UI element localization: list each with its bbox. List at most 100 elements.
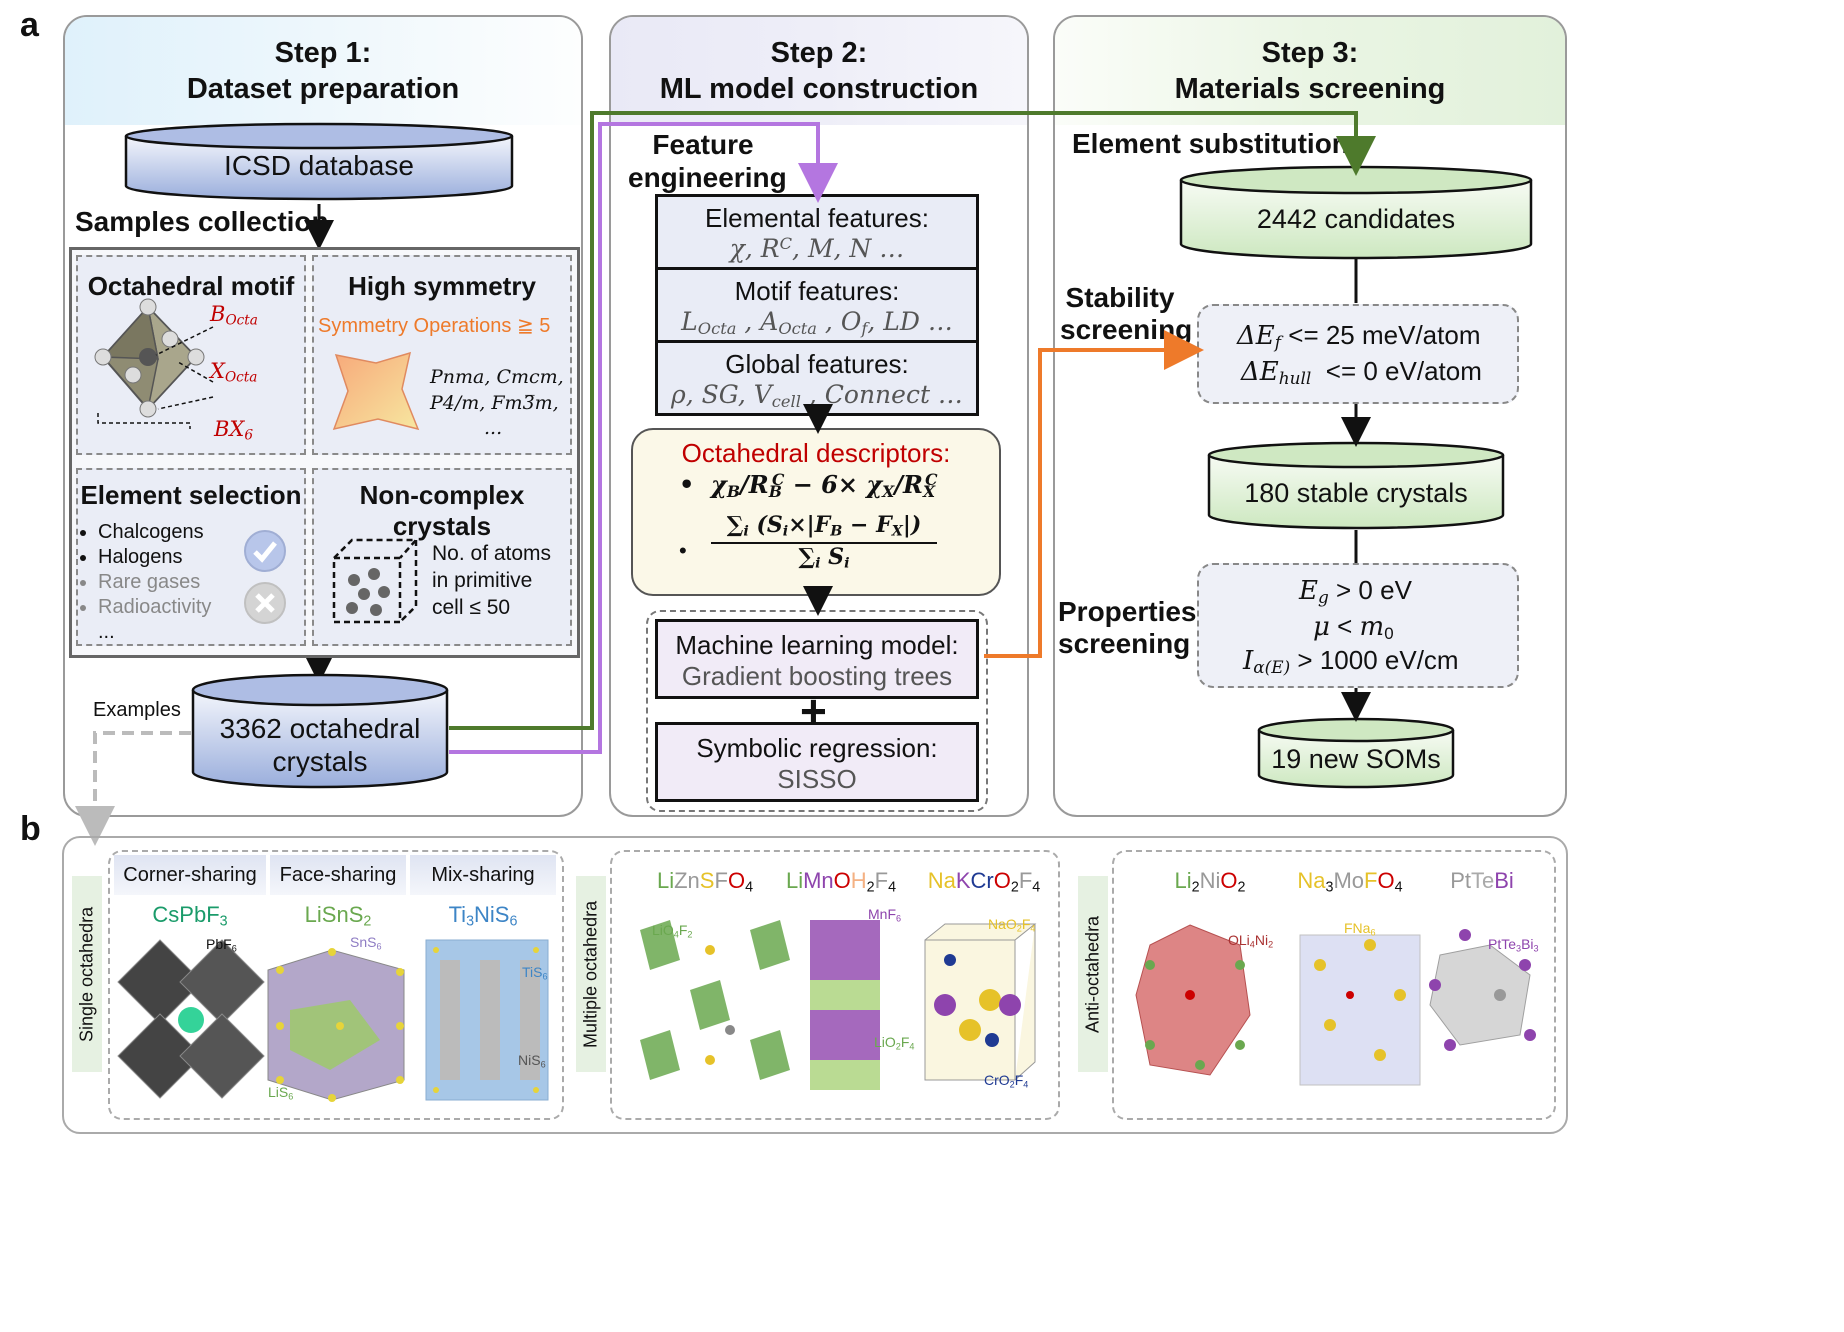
liMnOH2F4-structure — [810, 920, 880, 1090]
element-selection-title: Element selection — [80, 480, 302, 510]
stable-crystals-label: 180 stable crystals — [1244, 478, 1468, 508]
multiple-octahedra-label: Multiple octahedra — [576, 876, 606, 1072]
octahedral-crystals-label: 3362 octahedral crystals — [219, 713, 421, 777]
naKCrO2F4-formula: NaKCrO2F4 — [927, 868, 1041, 896]
descriptor-1: • χB/RBC − 6× χX/RXC — [679, 470, 938, 501]
single-octahedra-group — [108, 850, 564, 1120]
x-octa-label: XOcta — [210, 359, 258, 386]
candidates-label: 2442 candidates — [1256, 204, 1456, 234]
motif-features-math: LOcta , AOcta , Of, LD … — [681, 307, 953, 339]
liO2F4-label: LiO2F4 — [874, 1034, 915, 1052]
global-features-math: ρ, SG, Vcell , Connect … — [671, 380, 963, 412]
ptTeBi-structure — [1429, 929, 1536, 1051]
symbolic-regression-box: Symbolic regression: SISSO — [655, 722, 979, 802]
icsd-database: ICSD database — [124, 122, 514, 202]
property-criterion-1: Eg > 0 eV — [1299, 575, 1412, 608]
element-list: Chalcogens Halogens Rare gases Radioacti… — [68, 520, 211, 645]
oLi4Ni2-label: OLi4Ni2 — [1228, 932, 1274, 950]
anti-octahedra-structures — [1135, 924, 1536, 1086]
step2-subtitle: ML model construction — [659, 73, 979, 105]
descriptor-2-bullet: • — [679, 538, 687, 563]
ptTe3Bi3-label: PtTe3Bi3 — [1488, 936, 1539, 954]
csPbF3-structure — [117, 939, 265, 1099]
octahedral-crystals-database: 3362 octahedral crystals — [191, 672, 449, 790]
ml-model-title: Machine learning model: — [675, 630, 959, 660]
liSnS2-structure — [267, 948, 405, 1102]
single-octahedra-label: Single octahedra — [72, 876, 102, 1072]
fNa6-label: FNa6 — [1344, 920, 1376, 938]
multiple-octahedra-group — [610, 850, 1060, 1120]
element-item-radioactivity: Radioactivity — [98, 595, 211, 620]
li2NiO2-formula: Li2NiO2 — [1174, 868, 1246, 896]
panel-b-frame — [62, 836, 1568, 1134]
naKCrO2F4-structure — [924, 923, 1037, 1081]
element-selection-box: Element selection Chalcogens Halogens Ra… — [76, 468, 306, 646]
step2-header: Step 2: ML model construction — [611, 17, 1027, 125]
octahedral-motif-title: Octahedral motif — [87, 271, 295, 301]
ml-model-name: Gradient boosting trees — [681, 661, 953, 691]
global-features-title: Global features: — [725, 349, 909, 379]
csPbF3-formula: CsPbF3 — [152, 902, 228, 930]
symbolic-regression-name: SISSO — [777, 764, 857, 794]
step1-subtitle: Dataset preparation — [186, 73, 460, 105]
octahedral-motif-box: Octahedral motif BOcta XOcta BX6 — [76, 255, 306, 455]
liZnSFO4-structure — [640, 920, 790, 1080]
stability-criteria-box: ΔEf <= 25 meV/atom ΔEhull <= 0 eV/atom — [1197, 304, 1519, 404]
properties-criteria-box: Eg > 0 eV μ < m0 Iα(E) > 1000 eV/cm — [1197, 563, 1519, 688]
panel-b-label: b — [20, 810, 41, 848]
step2-title: Step 2: — [770, 36, 868, 69]
motif-features-title: Motif features: — [734, 276, 900, 306]
element-item-halogens: Halogens — [98, 545, 211, 570]
liMnOH2F4-formula: LiMnOH2F4 — [785, 868, 897, 896]
liO4F2-label: LiO4F2 — [652, 922, 693, 940]
b-octa-label: BOcta — [210, 302, 258, 329]
feature-engineering-label: Feature engineering — [628, 129, 787, 193]
non-complex-title: Non-complex crystals — [359, 480, 525, 541]
single-octahedra-structures — [117, 939, 549, 1102]
tiS6-label: TiS6 — [522, 964, 548, 982]
motif-features-box: Motif features: LOcta , AOcta , Of, LD … — [655, 267, 979, 343]
symbolic-regression-title: Symbolic regression: — [696, 733, 938, 763]
ti3NiS6-structure — [425, 939, 549, 1101]
crO2F4-label: CrO2F4 — [984, 1072, 1029, 1090]
na3MoFO4-structure — [1299, 934, 1421, 1086]
element-substitution-label: Element substitution — [1072, 128, 1349, 159]
descriptors-box: Octahedral descriptors: • χB/RBC − 6× χX… — [631, 428, 1001, 596]
space-groups-list: Pnma, Cmcm, P4/m, Fm3̅m, ... — [430, 366, 564, 440]
tab-corner-sharing: Corner-sharing — [114, 855, 266, 895]
non-complex-box: Non-complex crystals No. of atoms in pri… — [312, 468, 572, 646]
check-icon — [244, 530, 286, 572]
unit-cell-icon — [332, 538, 419, 624]
multiple-octahedra-structures — [640, 920, 1037, 1090]
step3-subtitle: Materials screening — [1174, 73, 1446, 105]
naO2F4-label: NaO2F4 — [988, 916, 1036, 934]
panel-a-label: a — [20, 6, 39, 44]
properties-screening-label: Properties screening — [1058, 596, 1197, 659]
step3-title: Step 3: — [1261, 36, 1359, 69]
liSnS2-formula: LiSnS2 — [304, 902, 372, 930]
ptTeBi-formula: PtTeBi — [1450, 868, 1514, 893]
liS6-label: LiS6 — [268, 1084, 294, 1102]
symmetry-arrows-icon — [332, 351, 420, 431]
high-symmetry-title: High symmetry — [348, 271, 536, 301]
high-symmetry-box: High symmetry Symmetry Operations ≧ 5 Pn… — [312, 255, 572, 455]
atoms-criterion: No. of atoms in primitive cell ≤ 50 — [432, 542, 552, 619]
pbF6-label: PbF6 — [206, 936, 237, 954]
liZnSFO4-formula: LiZnSFO4 — [656, 868, 754, 896]
elemental-features-title: Elemental features: — [704, 203, 929, 233]
stability-criterion-1: ΔEf <= 25 meV/atom — [1237, 320, 1481, 353]
samples-collection-label: Samples collection — [75, 206, 329, 237]
na3MoFO4-formula: Na3MoFO4 — [1297, 868, 1403, 896]
element-item-more: ... — [98, 621, 115, 643]
step1-header: Step 1: Dataset preparation — [65, 17, 581, 125]
global-features-box: Global features: ρ, SG, Vcell , Connect … — [655, 340, 979, 416]
octahedron-illustration — [94, 298, 214, 429]
property-criterion-3: Iα(E) > 1000 eV/cm — [1243, 645, 1459, 678]
niS6-label: NiS6 — [518, 1052, 546, 1070]
step1-title: Step 1: — [274, 36, 372, 69]
anti-octahedra-label: Anti-octahedra — [1078, 876, 1108, 1072]
bx6-label: BX6 — [214, 417, 254, 444]
elemental-features-math: χ, RC, M, N … — [729, 234, 905, 264]
